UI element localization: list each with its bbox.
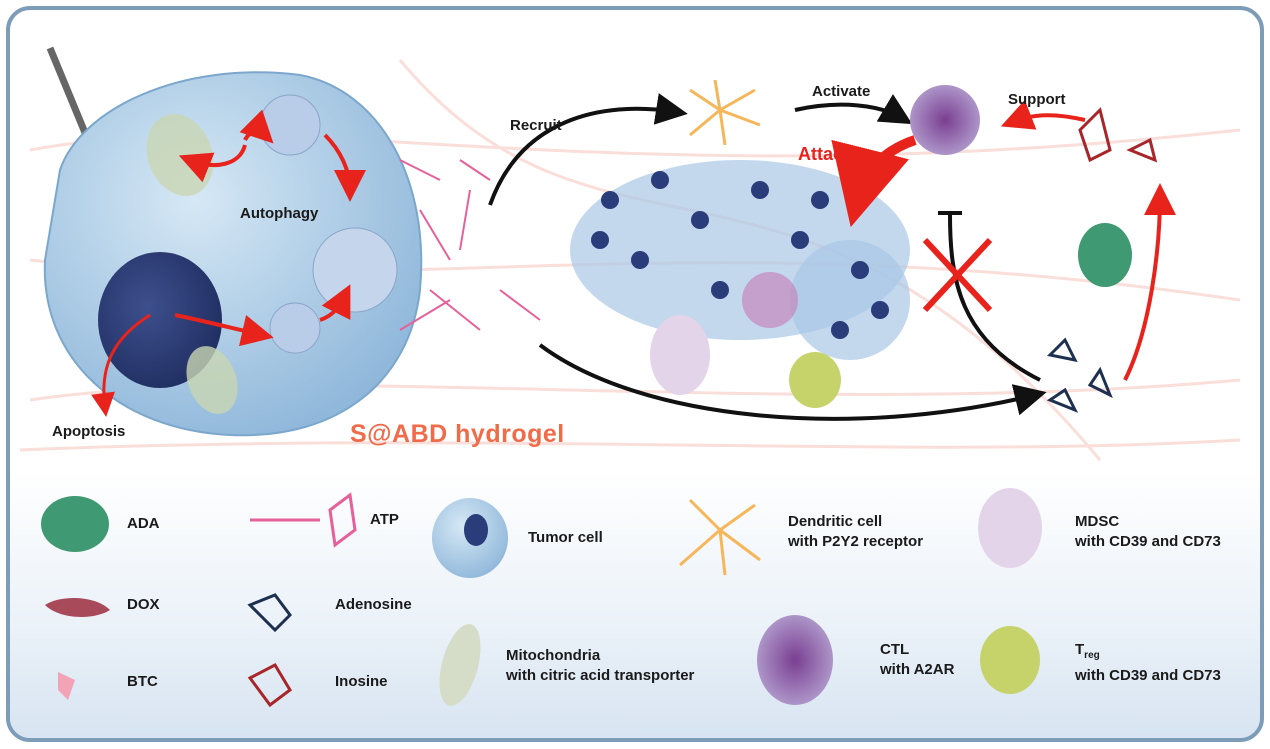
- treg-cell: [789, 352, 841, 408]
- legend-inosine: Inosine: [335, 673, 388, 690]
- ada-enzyme: [1078, 223, 1132, 287]
- legend-ada: ADA: [127, 515, 160, 532]
- inosine-legend-icon: [247, 663, 292, 708]
- red-arrows: [91, 109, 366, 417]
- autolysosome: [312, 227, 398, 313]
- conversion-arrow: [1123, 183, 1176, 381]
- nucleus: [98, 252, 222, 388]
- inosine-molecules: [1078, 107, 1158, 163]
- legend-atp: ATP: [370, 511, 399, 528]
- adenosine-molecules: [1046, 337, 1113, 413]
- autophagy-label: Autophagy: [240, 205, 319, 222]
- ada-legend-icon: [41, 496, 109, 552]
- treg-legend-icon: [980, 626, 1040, 694]
- legend-tumor-cell: Tumor cell: [528, 529, 603, 546]
- dendritic-cell: [689, 79, 761, 146]
- adenosine-legend-icon: [247, 593, 292, 633]
- support-arrow: [1000, 99, 1086, 130]
- dox-legend-icon: [45, 598, 110, 617]
- ctl-cell: [910, 85, 980, 155]
- attack-arrow: [831, 135, 917, 228]
- autophagosome: [259, 94, 321, 156]
- activate-arrow: [794, 94, 913, 125]
- mitochondria: [186, 346, 238, 414]
- block-x-icon: [922, 237, 993, 313]
- adenosine-arrow: [538, 343, 1047, 421]
- inhibition-line: [948, 214, 1041, 382]
- legend-btc: BTC: [127, 673, 158, 690]
- vesicle: [269, 302, 321, 354]
- atp-molecules: [399, 159, 541, 331]
- recruit-label: Recruit: [510, 117, 562, 134]
- mdsc-cell: [650, 315, 710, 395]
- mdsc-legend-icon: [978, 488, 1042, 568]
- support-label: Support: [1008, 91, 1066, 108]
- activate-label: Activate: [812, 83, 871, 100]
- hydrogel-title: S@ABD hydrogel: [350, 420, 565, 448]
- legend-dox: DOX: [127, 596, 160, 613]
- recruit-arrow: [488, 93, 688, 206]
- legend-background: [10, 470, 1260, 738]
- mitochondria-legend-icon: [439, 624, 481, 706]
- ctl-legend-icon: [757, 615, 833, 705]
- dendritic-legend-icon: [679, 498, 761, 576]
- attack-label: Attack: [798, 144, 854, 164]
- tumor-cluster: [570, 160, 910, 360]
- legend-adenosine: Adenosine: [335, 596, 412, 613]
- btc-legend-icon: [58, 672, 75, 700]
- atp-legend-icon: [250, 492, 357, 548]
- apoptosis-label: Apoptosis: [52, 423, 126, 440]
